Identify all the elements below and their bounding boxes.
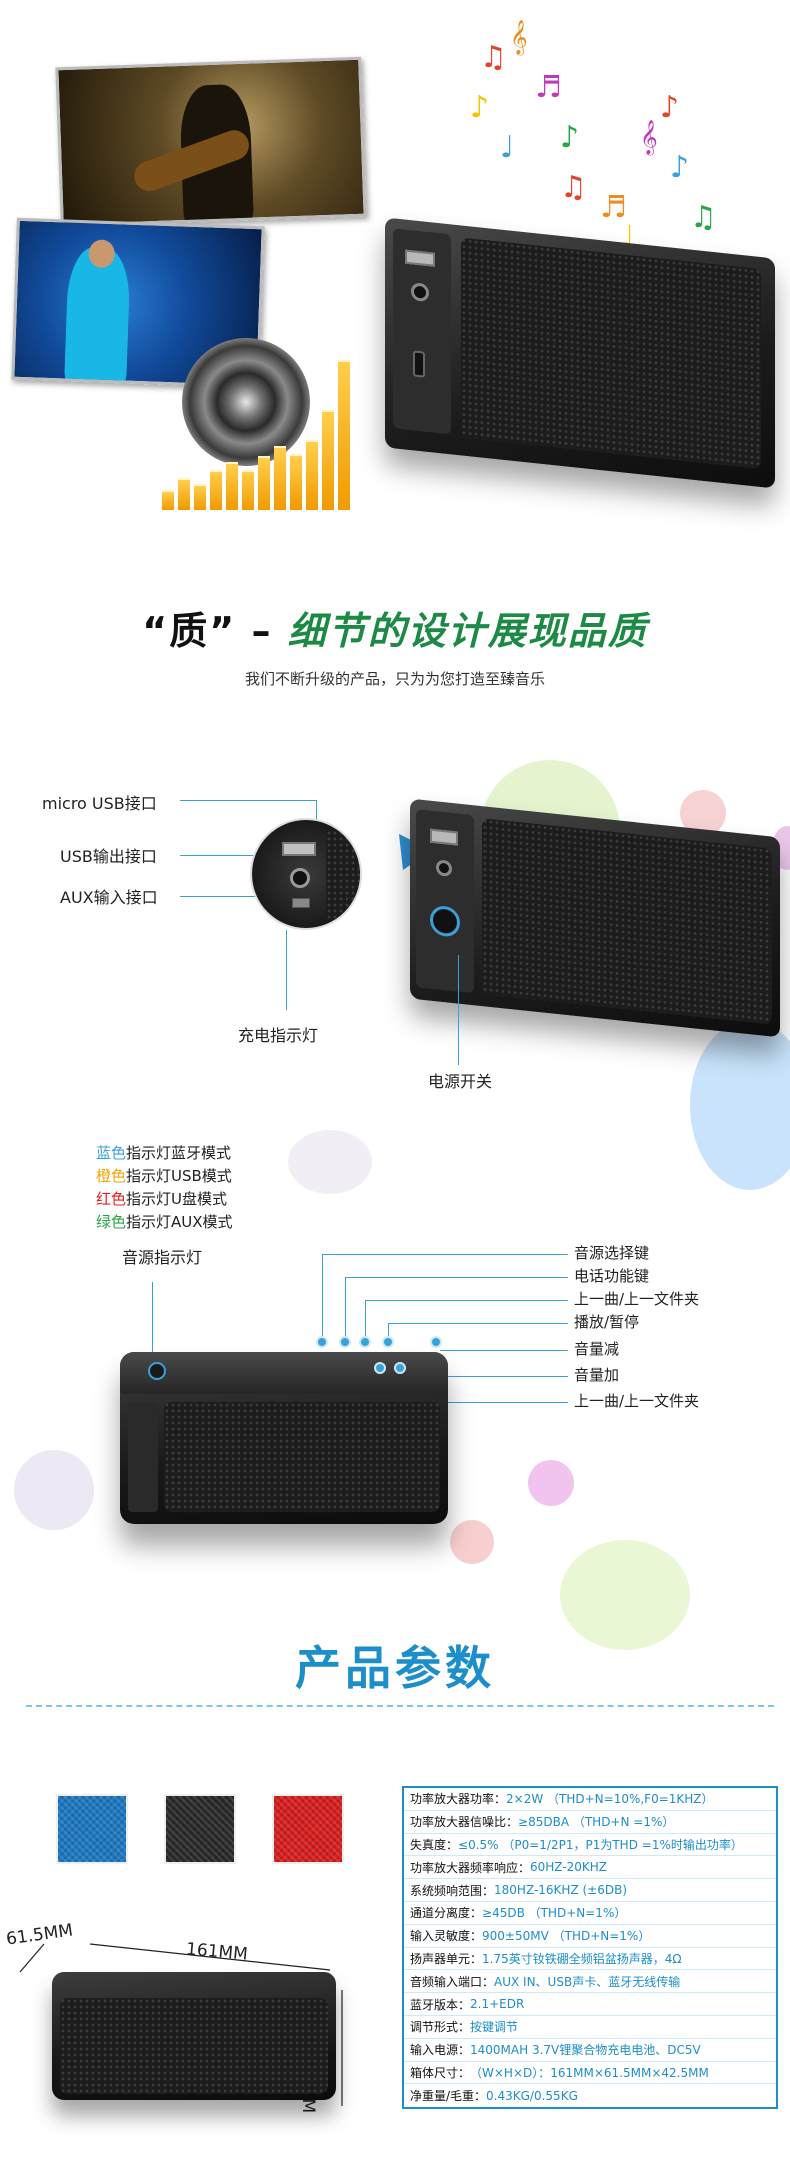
spec-row: 输入灵敏度：900±50MV （THD+N=1%） [404,1925,776,1948]
control-label-phone: 电话功能键 [574,1267,650,1285]
dimension-lines-icon [19,1943,343,2106]
spec-row: 扬声器单元：1.75英寸钕铁硼全频铝盆扬声器，4Ω [404,1948,776,1971]
color-swatch-black [164,1794,236,1864]
control-label-volume-down: 音量减 [574,1340,620,1358]
spec-row: 输入电源：1400MAH 3.7V锂聚合物充电电池、DC5V [404,2039,776,2062]
decorative-circle [528,1460,574,1506]
mode-green-aux: 绿色指示灯AUX模式 [96,1213,233,1231]
control-label-play-pause: 播放/暂停 [574,1313,640,1331]
spec-row: 调节形式：按键调节 [404,2016,776,2039]
source-indicator-icon [148,1362,166,1380]
aux-port-icon [290,868,310,888]
spec-row: 失真度：≤0.5% （P0=1/2P1，P1为THD =1%时输出功率） [404,1834,776,1857]
usb-output-port-label: USB输出接口 [60,847,157,866]
control-label-prev-track: 上一曲/上一文件夹 [574,1290,700,1308]
mode-blue-bluetooth: 蓝色指示灯蓝牙模式 [96,1144,232,1162]
micro-usb-port-label: micro USB接口 [42,794,157,813]
decorative-circle [560,1540,690,1650]
top-view-speaker-product-image [120,1352,448,1524]
color-swatch-blue [56,1794,128,1864]
usb-port-icon [405,249,435,267]
dimension-speaker-product-image [52,1972,336,2100]
power-switch-icon [413,350,425,378]
power-switch-label: 电源开关 [428,1072,493,1091]
spec-row: 蓝牙版本：2.1+EDR [404,1993,776,2016]
play-pause-button-dot [382,1336,394,1348]
concert-photo-guitarist [55,56,367,228]
prev-track-button-dot [359,1336,371,1348]
dashed-divider [26,1705,774,1707]
ports-zoom-detail [252,820,360,928]
control-label-source-select: 音源选择键 [574,1244,650,1262]
spec-row: 功率放大器频率响应：60HZ-20KHZ [404,1856,776,1880]
woofer-speaker-icon [182,338,310,466]
decorative-circle [690,1020,790,1190]
quality-section-title: “质” – 细节的设计展现品质 [142,609,648,653]
spec-row: 音频输入端口：AUX IN、USB声卡、蓝牙无线传输 [404,1970,776,1994]
ports-speaker-product-image [410,798,780,1038]
spec-table: 功率放大器功率：2×2W （THD+N=10%,F0=1KHZ） 功率放大器信噪… [402,1786,778,2110]
usb-port-icon [282,842,316,856]
spec-row: 箱体尺寸：（W×H×D）：161MM×61.5MM×42.5MM [404,2062,776,2085]
quality-section-subtitle: 我们不断升级的产品，只为为您打造至臻音乐 [244,670,545,688]
product-params-title: 产品参数 [295,1641,495,1695]
decorative-circle [288,1130,372,1194]
control-label-next-track: 上一曲/上一文件夹 [574,1392,700,1410]
aux-input-port-label: AUX输入接口 [60,888,158,907]
source-indicator-label: 音源指示灯 [122,1248,203,1267]
phone-button-dot [339,1336,351,1348]
usb-port-icon [430,828,458,846]
spec-row: 功率放大器信噪比：≥85DBA （THD+N =1%） [404,1811,776,1834]
hero-speaker-product-image [385,217,775,489]
source-select-button-dot [316,1336,328,1348]
mode-red-udisk: 红色指示灯U盘模式 [96,1190,227,1208]
spec-row: 功率放大器功率：2×2W （THD+N=10%,F0=1KHZ） [404,1788,776,1811]
spec-row: 净重量/毛重：0.43KG/0.55KG [410,2088,578,2104]
charge-indicator-label: 充电指示灯 [238,1026,319,1045]
mode-orange-usb: 橙色指示灯USB模式 [96,1167,232,1185]
control-label-volume-up: 音量加 [574,1366,620,1384]
color-swatch-red [272,1794,344,1864]
volume-up-button-dot [394,1362,406,1374]
micro-usb-port-icon [292,898,310,908]
spec-row: 系统频响范围：180HZ-16KHZ (±6DB) [404,1879,776,1902]
decorative-circle [450,1520,494,1564]
spec-row: 通道分离度：≥45DB （THD+N=1%） [404,1902,776,1925]
decorative-circle [14,1450,94,1530]
volume-down-button-dot [430,1336,442,1348]
next-track-button-dot [374,1362,386,1374]
